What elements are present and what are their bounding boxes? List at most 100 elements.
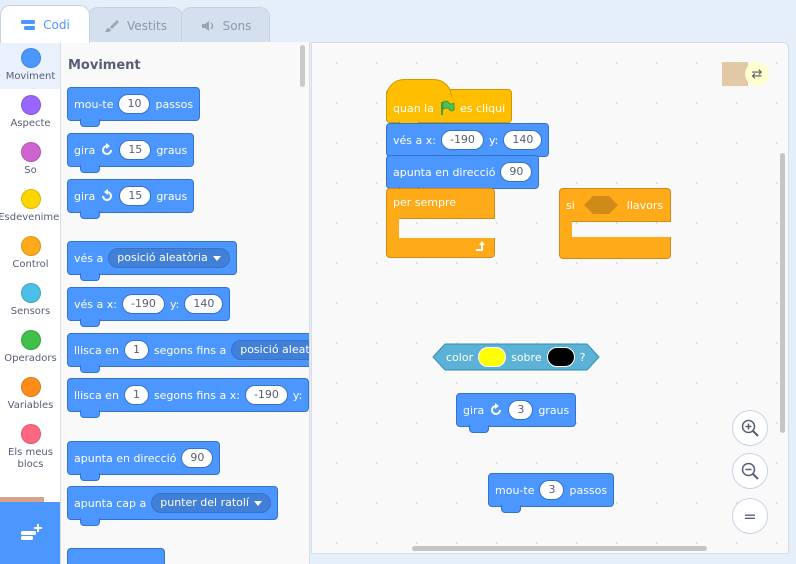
category-label: Els meus blocs xyxy=(8,447,53,470)
looks-dot-icon xyxy=(20,95,41,115)
point-towards-block[interactable]: apunta cap a punter del ratolí xyxy=(67,486,278,526)
motion-dot-icon xyxy=(20,48,41,68)
category-sound[interactable]: So xyxy=(0,136,60,183)
palette-scrollbar[interactable] xyxy=(300,45,305,87)
speaker-icon xyxy=(201,20,213,31)
block-text: per sempre xyxy=(393,196,457,209)
zoom-out-icon xyxy=(741,462,759,480)
forever-arm xyxy=(386,218,399,240)
color-swatch-yellow[interactable] xyxy=(478,347,507,367)
category-label: Aspecte xyxy=(10,118,51,129)
degrees-input[interactable]: 15 xyxy=(119,140,152,160)
horizontal-scrollbar[interactable] xyxy=(412,546,707,551)
divider xyxy=(0,497,44,502)
turn-left-block[interactable]: gira 15 graus xyxy=(67,179,195,219)
block-text: vés a x: xyxy=(74,297,117,311)
towards-target-dropdown[interactable]: punter del ratolí xyxy=(151,493,271,513)
glide-xy-block[interactable]: llisca en 1 segons fins a x: -190 y: xyxy=(67,378,309,418)
direction-input[interactable]: 90 xyxy=(181,448,214,468)
vertical-scrollbar[interactable] xyxy=(780,153,785,433)
block-text: y: xyxy=(169,297,180,311)
goto-xy-block[interactable]: vés a x: -190 y: 140 xyxy=(67,287,231,327)
steps-input[interactable]: 10 xyxy=(118,94,151,114)
x-input[interactable]: -190 xyxy=(121,294,165,314)
x-input[interactable]: -190 xyxy=(440,130,484,150)
sound-dot-icon xyxy=(20,142,41,162)
sensing-dot-icon xyxy=(20,283,41,303)
block-text: passos xyxy=(155,97,194,111)
category-sensing[interactable]: Sensors xyxy=(0,277,60,324)
tab-costumes-label: Vestits xyxy=(127,18,167,33)
color-touching-color-block[interactable]: color sobre ? xyxy=(432,343,600,371)
forever-block[interactable]: per sempre xyxy=(386,188,495,258)
if-arm xyxy=(559,221,572,239)
block-palette: Moviment mou-te 10 passos gira 15 graus … xyxy=(61,42,310,564)
block-text: y: xyxy=(292,388,303,402)
point-direction-block[interactable]: apunta en direcció 90 xyxy=(67,441,221,481)
block-text: ? xyxy=(579,350,586,364)
y-input[interactable]: 140 xyxy=(503,130,543,150)
block-text: vés a x: xyxy=(393,133,436,147)
turn-right-block[interactable]: gira 15 graus xyxy=(67,133,195,173)
block-text: segons fins a x: xyxy=(153,388,240,402)
category-motion[interactable]: Moviment xyxy=(0,42,60,89)
move-steps-block[interactable]: mou-te 10 passos xyxy=(67,87,201,127)
zoom-in-button[interactable] xyxy=(732,410,768,446)
script-goto-xy-block[interactable]: vés a x: -190 y: 140 xyxy=(386,123,550,163)
tab-sounds[interactable]: Sons xyxy=(181,7,270,43)
block-text: llavors xyxy=(626,198,664,212)
steps-input[interactable]: 3 xyxy=(539,480,565,500)
block-text: apunta en direcció xyxy=(74,451,177,465)
rotate-right-icon xyxy=(102,143,113,155)
add-extension-icon xyxy=(20,524,42,540)
degrees-input[interactable]: 3 xyxy=(508,400,534,420)
boolean-slot-icon xyxy=(583,196,618,214)
goto-target-dropdown[interactable]: posició aleatòria xyxy=(108,248,230,268)
y-input[interactable]: 140 xyxy=(184,294,224,314)
block-text: vés a xyxy=(74,251,104,265)
dropdown-value: posició aleatòria xyxy=(117,251,208,264)
if-then-block[interactable]: si llavors xyxy=(559,188,671,260)
category-events[interactable]: Esdeveniments xyxy=(0,183,60,230)
category-variables[interactable]: Variables xyxy=(0,371,60,418)
zoom-reset-button[interactable]: = xyxy=(732,498,768,534)
add-extension-button[interactable] xyxy=(0,502,60,564)
direction-input[interactable]: 90 xyxy=(500,162,533,182)
script-point-direction-block[interactable]: apunta en direcció 90 xyxy=(386,155,540,195)
seconds-input[interactable]: 1 xyxy=(123,385,149,405)
green-flag-icon xyxy=(440,100,455,115)
dropdown-arrow-icon xyxy=(253,500,262,506)
tab-code[interactable]: Codi xyxy=(0,5,90,43)
forever-footer xyxy=(386,238,495,258)
partial-block[interactable] xyxy=(67,548,165,564)
degrees-input[interactable]: 15 xyxy=(119,186,152,206)
loose-move-block[interactable]: mou-te 3 passos xyxy=(488,473,615,513)
category-looks[interactable]: Aspecte xyxy=(0,89,60,136)
block-text: es cliqui xyxy=(459,101,506,115)
goto-block[interactable]: vés a posició aleatòria xyxy=(67,241,237,281)
block-text: graus xyxy=(538,403,570,417)
rotate-left-icon xyxy=(102,189,113,201)
category-operators[interactable]: Operadors xyxy=(0,324,60,371)
category-control[interactable]: Control xyxy=(0,230,60,277)
swap-icon[interactable]: ⇄ xyxy=(745,62,769,86)
brush-icon xyxy=(105,19,120,32)
dropdown-value: punter del ratolí xyxy=(160,496,249,509)
block-text: apunta cap a xyxy=(74,496,147,510)
glide-target-dropdown[interactable]: posició aleatòria xyxy=(231,340,310,360)
x-input[interactable]: -190 xyxy=(244,385,288,405)
script-area[interactable]: quan la es cliqui vés a x: -190 y: 140 a… xyxy=(311,42,789,554)
category-my-blocks[interactable]: Els meus blocs xyxy=(0,418,60,478)
seconds-input[interactable]: 1 xyxy=(123,340,149,360)
dropdown-value: posició aleatòria xyxy=(240,343,310,356)
if-footer xyxy=(559,237,671,259)
glide-to-block[interactable]: llisca en 1 segons fins a posició aleatò… xyxy=(67,333,310,373)
operators-dot-icon xyxy=(20,330,41,350)
loose-turn-block[interactable]: gira 3 graus xyxy=(456,393,577,433)
block-text: mou-te xyxy=(74,97,114,111)
tab-costumes[interactable]: Vestits xyxy=(88,7,183,43)
zoom-out-button[interactable] xyxy=(732,453,768,489)
category-label: Control xyxy=(12,259,49,270)
color-swatch-black[interactable] xyxy=(546,347,575,367)
